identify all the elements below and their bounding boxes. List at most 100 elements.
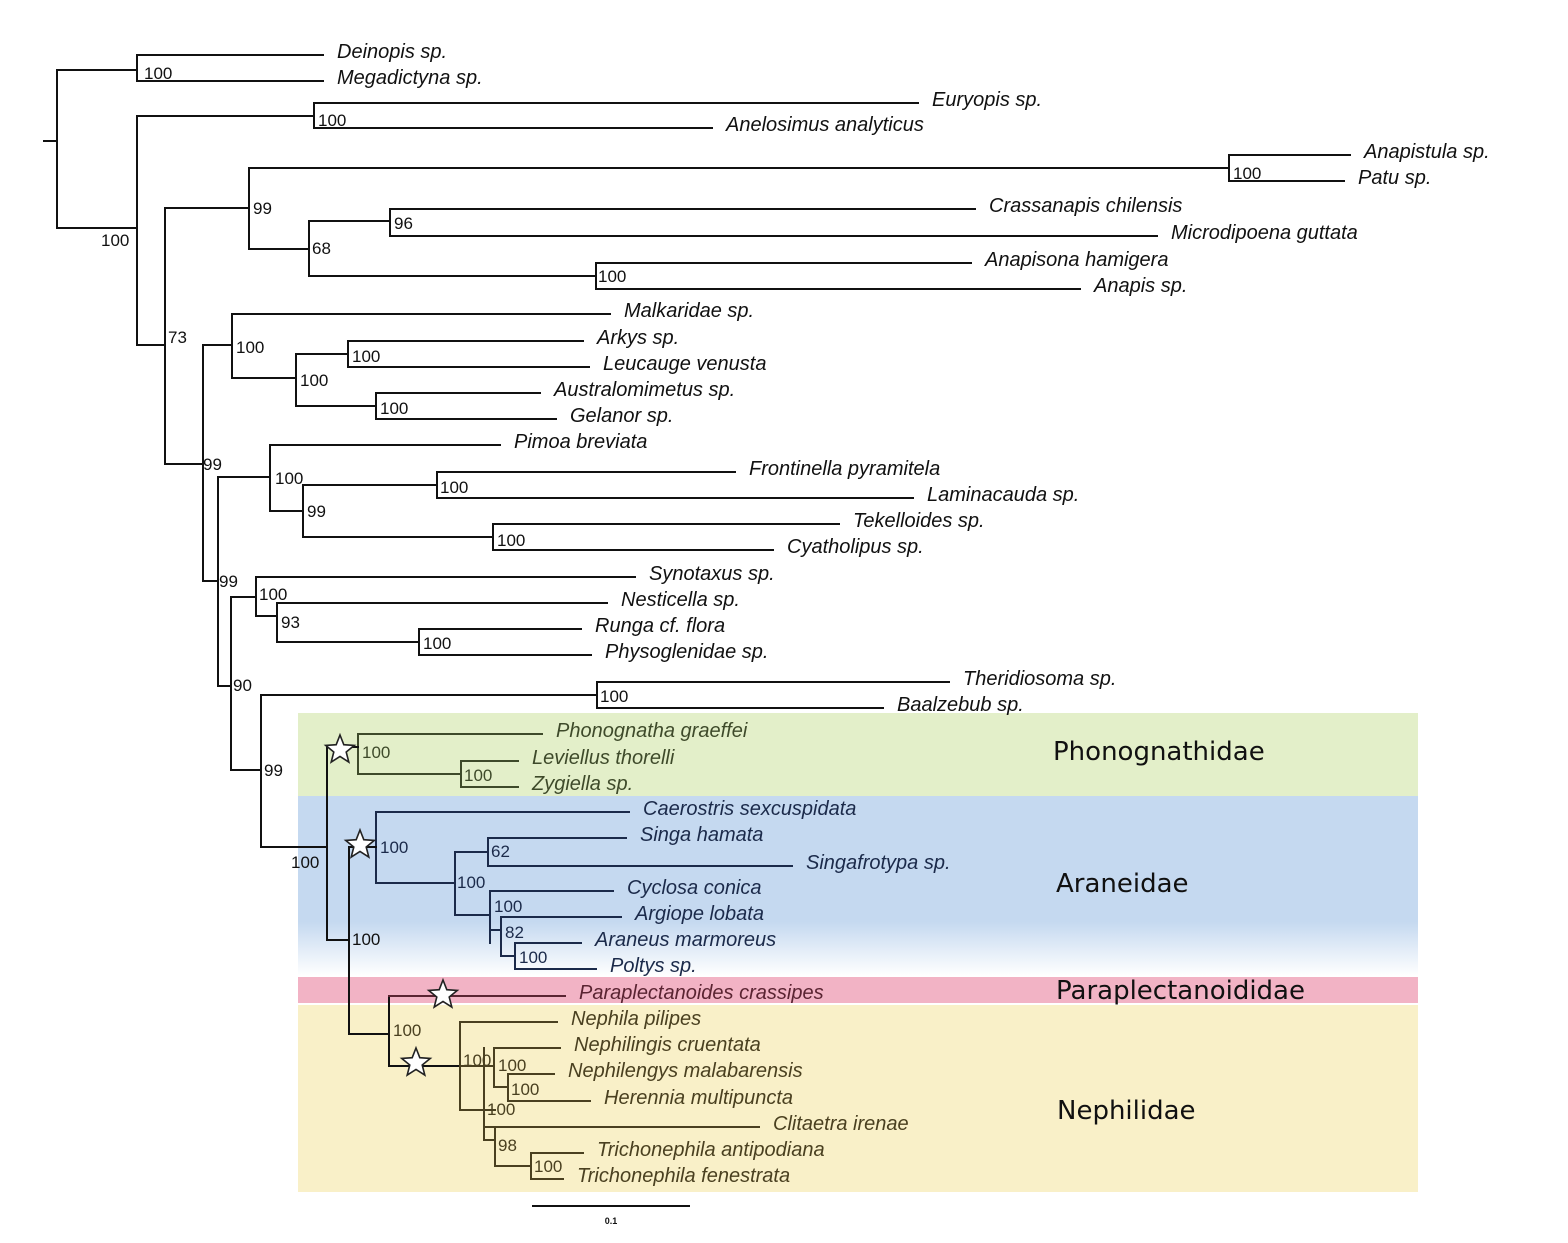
support-value-clade99b: 99 <box>219 572 238 591</box>
taxon-label-araneus: Araneus marmoreus <box>594 929 776 951</box>
support-value-nephilengys_herennia: 100 <box>511 1080 539 1099</box>
taxon-label-clitaetra: Clitaetra irenae <box>773 1113 909 1135</box>
taxon-label-tekelloides: Tekelloides sp. <box>853 510 985 532</box>
scale-bar-label: 0.1 <box>605 1216 618 1226</box>
support-value-leviellus_zygiella: 100 <box>464 766 492 785</box>
band-nephilidae <box>298 1005 1418 1192</box>
star-phonognathidae <box>323 732 357 764</box>
family-label-nephilidae: Nephilidae <box>1057 1096 1196 1126</box>
taxon-label-leviellus: Leviellus thorelli <box>532 747 675 769</box>
node-stars <box>323 732 460 1077</box>
taxon-label-anapisona: Anapisona hamigera <box>984 249 1168 271</box>
support-value-runga_physo: 100 <box>423 634 451 653</box>
support-value-anap_root: 99 <box>253 199 272 218</box>
support-value-trichonephila_pair: 100 <box>534 1157 562 1176</box>
support-value-synotaxus_group: 100 <box>259 585 287 604</box>
support-value-malk_inner: 100 <box>300 371 328 390</box>
support-value-cyclosa_group: 100 <box>494 897 522 916</box>
support-value-clade90: 90 <box>233 676 252 695</box>
taxon-labels: Deinopis sp.Megadictyna sp.Euryopis sp.A… <box>337 41 1490 1187</box>
family-bands <box>298 713 1418 1192</box>
taxon-label-arkys: Arkys sp. <box>596 327 679 349</box>
support-value-araneid_inner: 100 <box>457 873 485 892</box>
support-value-deinopoids: 100 <box>144 64 172 83</box>
taxon-label-crassanapis: Crassanapis chilensis <box>989 195 1182 217</box>
support-value-araneus_poltys: 100 <box>519 948 547 967</box>
support-value-nephilid_core: 100 <box>487 1100 515 1119</box>
taxon-label-leucauge: Leucauge venusta <box>603 353 766 375</box>
taxon-label-nephila: Nephila pilipes <box>571 1008 701 1030</box>
taxon-label-caerostris: Caerostris sexcuspidata <box>643 798 856 820</box>
support-value-anapis_pair: 100 <box>598 267 626 286</box>
tree-branches <box>43 54 1351 1180</box>
scale-bar: 0.1 <box>532 1205 690 1226</box>
support-value-argiope_group: 82 <box>505 923 524 942</box>
star-araneidae <box>343 827 377 859</box>
support-value-crassa_micro: 96 <box>394 214 413 233</box>
support-value-trichonephila_group: 98 <box>498 1136 517 1155</box>
star-nephilidae <box>399 1045 433 1077</box>
family-label-paraplectanoididae: Paraplectanoididae <box>1056 976 1305 1006</box>
support-value-nephilingis_group: 100 <box>498 1056 526 1075</box>
taxon-label-patu: Patu sp. <box>1358 167 1431 189</box>
taxon-label-pimoa: Pimoa breviata <box>514 431 647 453</box>
band-paraplectanoididae <box>298 977 1418 1003</box>
taxon-label-herennia: Herennia multipuncta <box>604 1087 793 1109</box>
support-value-nephilid_inner: 100 <box>463 1051 491 1070</box>
taxon-label-anapis: Anapis sp. <box>1093 275 1187 297</box>
taxon-label-argiope: Argiope lobata <box>634 903 764 925</box>
taxon-label-trichonephila_f: Trichonephila fenestrata <box>577 1165 790 1187</box>
taxon-label-deinopis: Deinopis sp. <box>337 41 447 63</box>
taxon-label-cyatholipus: Cyatholipus sp. <box>787 536 924 558</box>
taxon-label-malkaridae: Malkaridae sp. <box>624 300 754 322</box>
band-phonognathidae <box>298 713 1418 796</box>
taxon-label-phonognatha: Phonognatha graeffei <box>556 720 748 742</box>
taxon-label-anelosimus: Anelosimus analyticus <box>725 114 924 136</box>
support-value-front_lamin: 100 <box>440 478 468 497</box>
support-value-anap_pair: 100 <box>1233 164 1261 183</box>
support-value-clade99c: 99 <box>264 761 283 780</box>
taxon-label-synotaxus: Synotaxus sp. <box>649 563 775 585</box>
taxon-label-gelanor: Gelanor sp. <box>570 405 673 427</box>
star-paraplectanoididae <box>426 977 460 1009</box>
support-value-clade99a: 99 <box>203 455 222 474</box>
taxon-label-cyclosa: Cyclosa conica <box>627 877 762 899</box>
support-value-malkarid_group: 100 <box>236 338 264 357</box>
taxon-label-singa: Singa hamata <box>640 824 763 846</box>
support-value-linyphioids: 99 <box>307 502 326 521</box>
taxon-label-microdipoena: Microdipoena guttata <box>1171 222 1358 244</box>
support-value-phonognathidae: 100 <box>362 743 390 762</box>
band-araneidae <box>298 796 1418 976</box>
support-value-pimoa_group: 100 <box>275 469 303 488</box>
taxon-label-australomimetus: Australomimetus sp. <box>553 379 735 401</box>
support-value-singa_singafrotypa: 62 <box>491 842 510 861</box>
support-value-nephilid_para: 100 <box>393 1021 421 1040</box>
family-labels: PhonognathidaeAraneidaeParaplectanoidida… <box>1053 737 1305 1126</box>
taxon-label-laminacauda: Laminacauda sp. <box>927 484 1079 506</box>
taxon-label-megadictyna: Megadictyna sp. <box>337 67 483 89</box>
taxon-label-poltys: Poltys sp. <box>610 955 697 977</box>
support-value-austr_gelanor: 100 <box>380 399 408 418</box>
taxon-label-anapistula: Anapistula sp. <box>1363 141 1490 163</box>
support-value-nest_group: 93 <box>281 613 300 632</box>
taxon-label-nephilengys: Nephilengys malabarensis <box>568 1060 803 1082</box>
taxon-label-frontinella: Frontinella pyramitela <box>749 458 940 480</box>
taxon-label-trichonephila_a: Trichonephila antipodiana <box>597 1139 825 1161</box>
family-label-phonognathidae: Phonognathidae <box>1053 737 1265 767</box>
taxon-label-theridiosoma: Theridiosoma sp. <box>963 668 1116 690</box>
family-label-araneidae: Araneidae <box>1056 869 1189 899</box>
taxon-label-zygiella: Zygiella sp. <box>531 773 633 795</box>
support-value-clade73: 73 <box>168 328 187 347</box>
taxon-label-paraplectanoides: Paraplectanoides crassipes <box>579 982 824 1004</box>
support-value-tekel_cyath: 100 <box>497 531 525 550</box>
taxon-label-runga: Runga cf. flora <box>595 615 725 637</box>
support-value-araneid_nephilid: 100 <box>352 930 380 949</box>
support-value-araneoids: 100 <box>101 231 129 250</box>
taxon-label-baalzebub: Baalzebub sp. <box>897 694 1024 716</box>
support-value-araneidae: 100 <box>380 838 408 857</box>
taxon-label-nesticella: Nesticella sp. <box>621 589 740 611</box>
support-value-arkys_leucauge: 100 <box>352 347 380 366</box>
support-value-anap_inner: 68 <box>312 239 331 258</box>
